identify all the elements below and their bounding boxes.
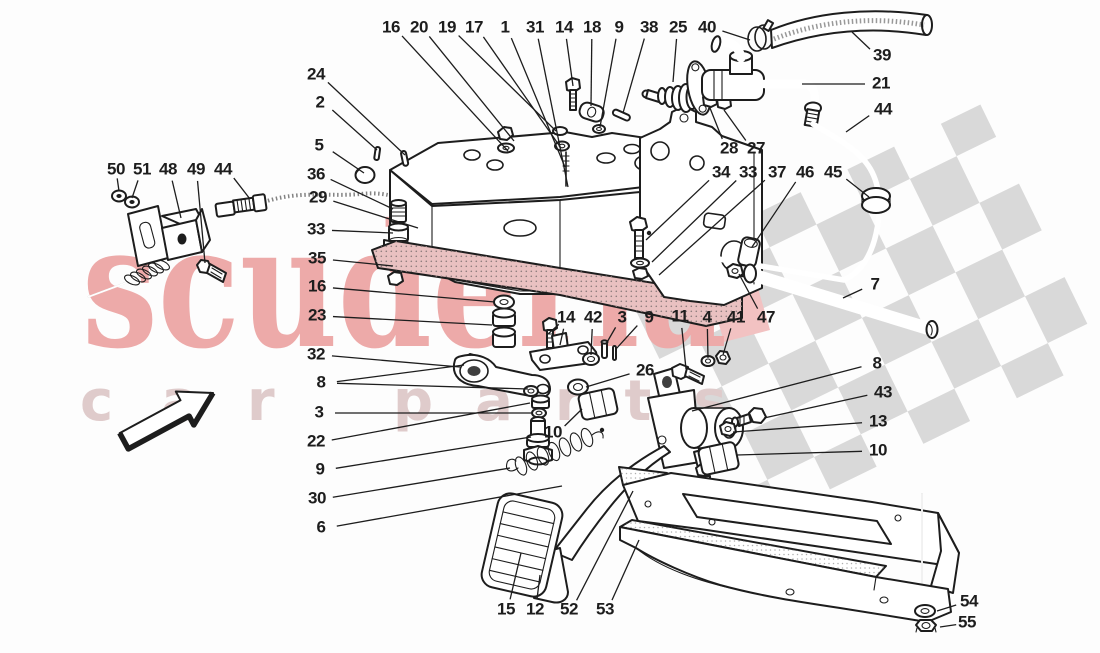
bushing-stack xyxy=(492,294,516,348)
clevis-group xyxy=(529,317,617,371)
cable-end-assembly xyxy=(87,189,227,298)
gasket-plate xyxy=(371,240,743,327)
lower-tray-bracket xyxy=(619,493,952,633)
master-cylinder-assembly xyxy=(641,10,940,339)
pedal-pivot-assembly xyxy=(552,350,767,561)
pedal-pad xyxy=(480,492,569,604)
support-frame-bracket xyxy=(618,466,960,594)
exploded-drawing xyxy=(87,10,960,633)
return-spring xyxy=(506,427,605,476)
leader-lines xyxy=(116,30,957,628)
pedal-support-bracket xyxy=(629,105,763,306)
direction-arrow-icon xyxy=(117,390,216,452)
